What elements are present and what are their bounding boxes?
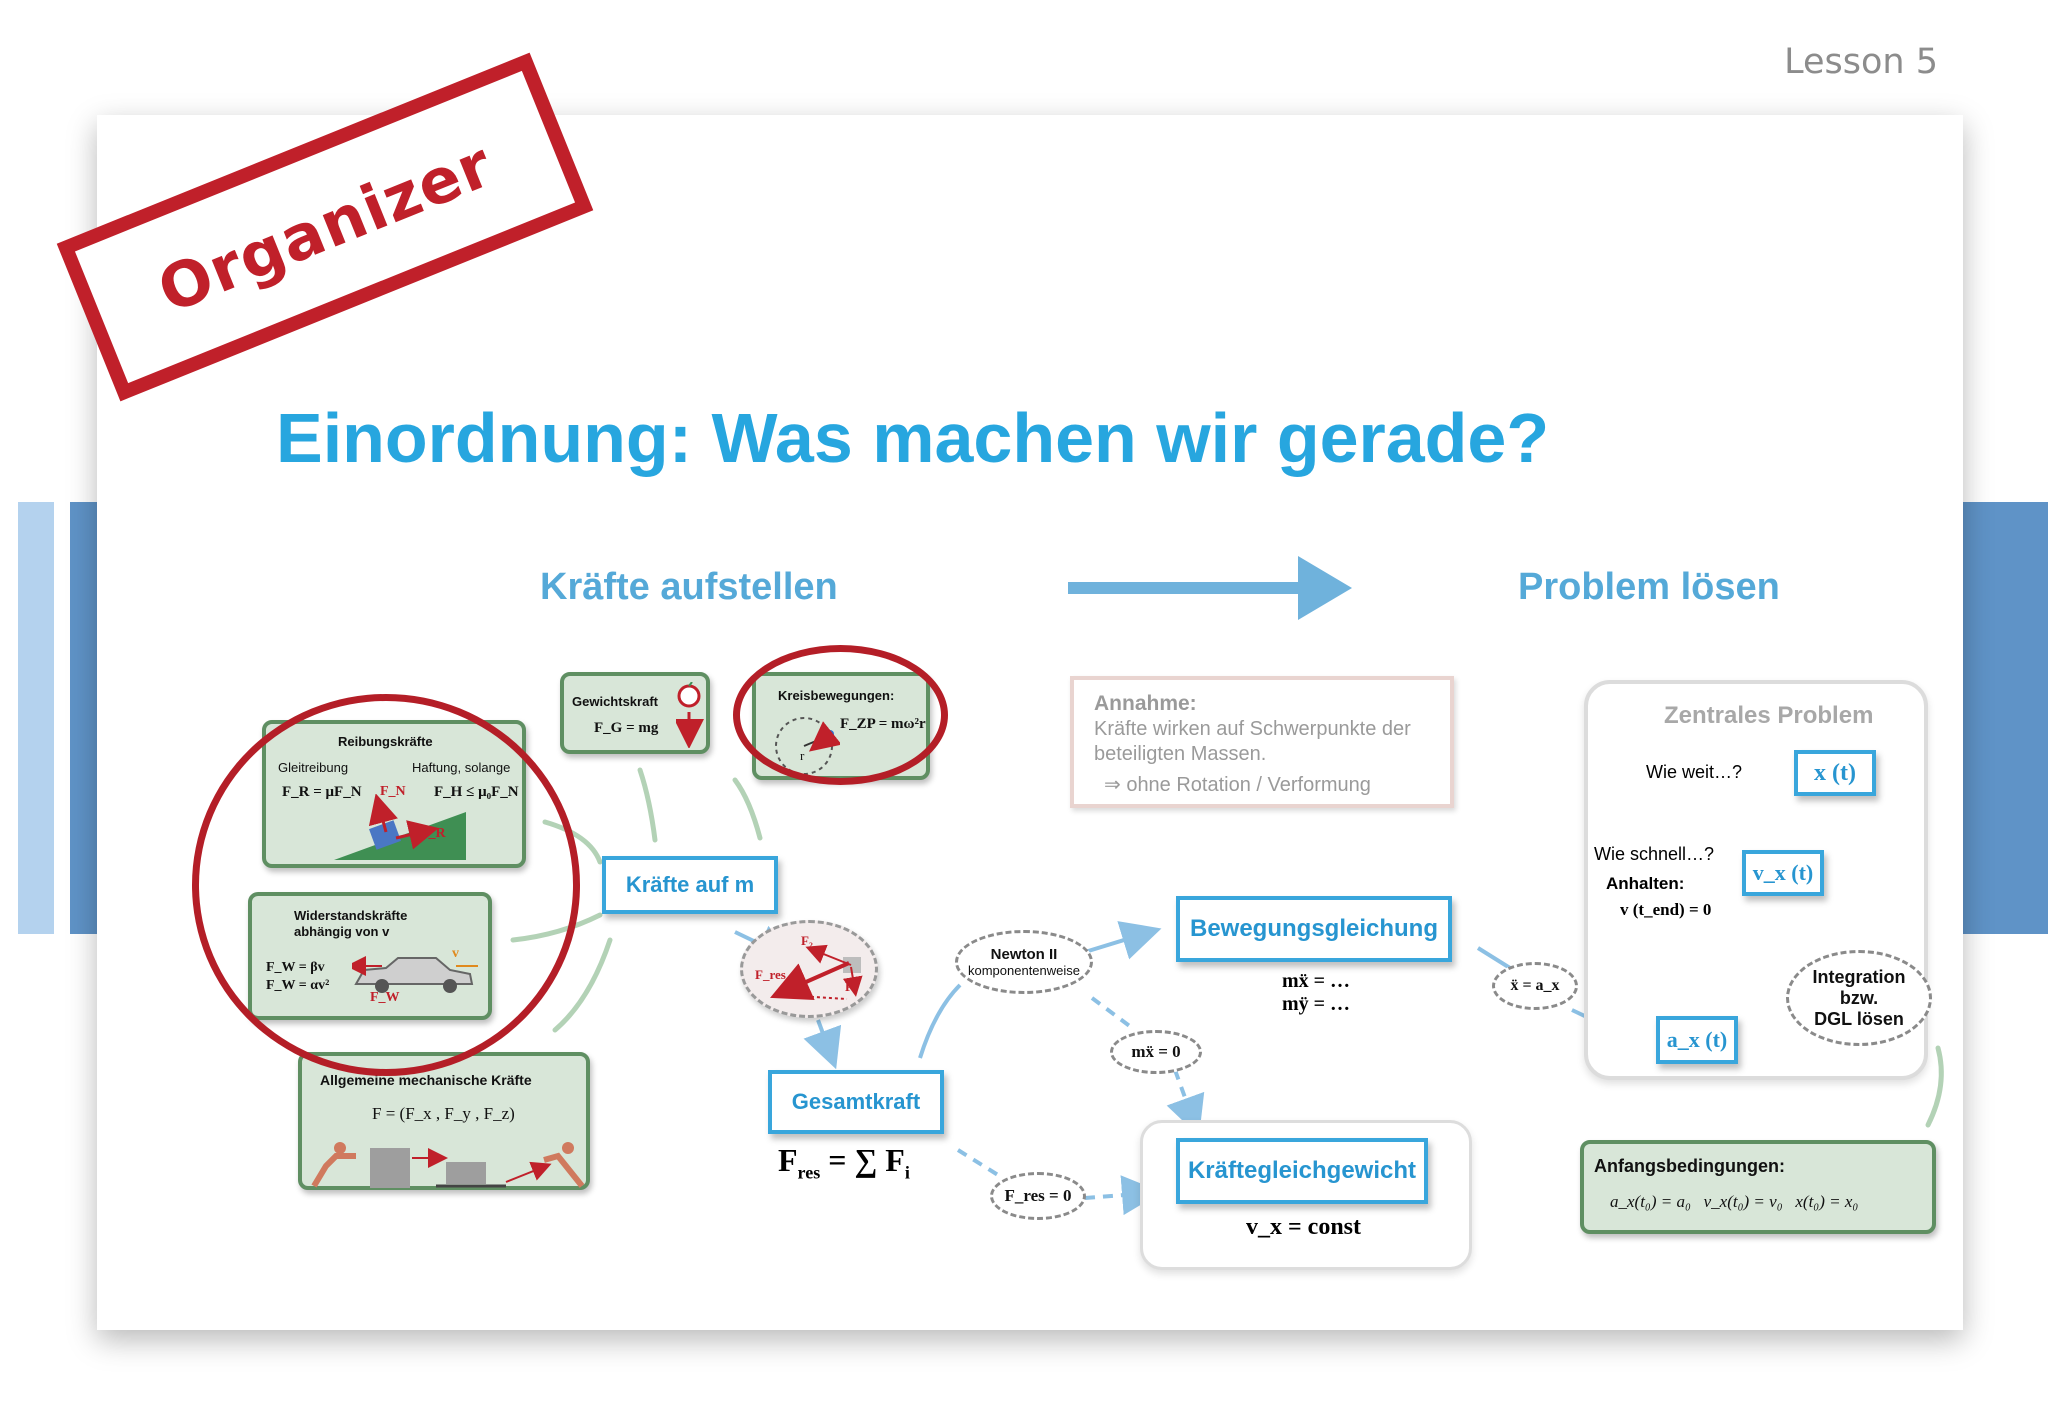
vector-addition-oval: F₂ F_res F₁ (740, 920, 878, 1018)
gesamtkraft-formula: Fres = ∑ Fi (778, 1142, 910, 1183)
bewegungsgleichung-eq1: mẍ = … (1282, 970, 1351, 992)
left-accent-bar-light (18, 502, 54, 934)
zentral-q2: Wie schnell…? (1594, 844, 1715, 864)
lesson-label: Lesson 5 (1784, 42, 1938, 82)
f1-label: F₁ (845, 979, 857, 994)
gesamtkraft-formula-right: = ∑ F (828, 1142, 905, 1178)
gesamtkraft-formula-sub2: i (904, 1162, 910, 1183)
newton-line1: Newton II (990, 946, 1058, 963)
pushing-pulling-illustration (311, 1142, 585, 1188)
anfang-box: Anfangsbedingungen: a_x(t₀) = a₀ v_x(t₀)… (1580, 1140, 1936, 1234)
integration-oval: Integration bzw. DGL lösen (1786, 950, 1932, 1046)
zentral-anhalten-formula: v (t_end) = 0 (1620, 900, 1712, 919)
x-box: x (t) (1794, 750, 1876, 796)
allgemein-formula: F = (F_x , F_y , F_z) (372, 1104, 515, 1123)
right-accent-bar (1963, 502, 2048, 934)
integration-line1: Integration (1812, 966, 1906, 987)
right-heading: Problem lösen (1518, 566, 1780, 608)
annahme-title: Annahme: (1094, 692, 1197, 715)
v-box: v_x (t) (1742, 850, 1824, 896)
integration-line3: DGL lösen (1814, 1008, 1904, 1029)
bewegungsgleichung-eq2: mÿ = … (1282, 993, 1351, 1015)
zentral-anhalten: Anhalten: (1606, 874, 1685, 893)
fres-label: F_res (755, 967, 786, 982)
a-box: a_x (t) (1656, 1016, 1738, 1064)
newton-line2: komponentenweise (967, 963, 1081, 978)
apple-icon (676, 682, 704, 748)
kraefte-auf-m-box: Kräfte auf m (602, 856, 778, 914)
gewicht-formula: F_G = mg (594, 720, 659, 736)
fres0-oval: F_res = 0 (990, 1172, 1086, 1220)
f2-label: F₂ (801, 933, 813, 948)
left-accent-bar (70, 502, 98, 934)
gleichgewicht-box: Kräftegleichgewicht (1176, 1138, 1428, 1204)
integration-line2: bzw. (1839, 987, 1879, 1008)
vector-addition-diagram (770, 944, 863, 1000)
left-heading: Kräfte aufstellen (540, 566, 838, 608)
gesamtkraft-formula-sub: res (797, 1162, 821, 1183)
gewicht-box: Gewichtskraft F_G = mg (560, 672, 710, 754)
annahme-line1: Kräfte wirken auf Schwerpunkte der (1094, 718, 1411, 740)
mx0-oval: mẍ = 0 (1110, 1030, 1202, 1074)
highlight-circle-left (192, 694, 580, 1076)
anfang-title: Anfangsbedingungen: (1594, 1156, 1785, 1176)
annahme-box: Annahme: Kräfte wirken auf Schwerpunkte … (1070, 676, 1454, 808)
anfang-formula: a_x(t₀) = a₀ v_x(t₀) = v₀ x(t₀) = x₀ (1610, 1192, 1859, 1211)
allgemein-box: Allgemeine mechanische Kräfte F = (F_x ,… (298, 1052, 590, 1190)
xdd-oval: ẍ = a_x (1492, 962, 1578, 1010)
bewegungsgleichung-box: Bewegungsgleichung (1176, 896, 1452, 962)
newton-oval: Newton II komponentenweise (955, 930, 1093, 994)
gesamtkraft-formula-left: F (778, 1142, 798, 1178)
gesamtkraft-box: Gesamtkraft (768, 1070, 944, 1134)
allgemein-title: Allgemeine mechanische Kräfte (320, 1072, 532, 1088)
annahme-line2: beteiligten Massen. (1094, 743, 1267, 765)
flow-arrow (1068, 556, 1352, 620)
highlight-circle-kreis (733, 645, 948, 785)
gleichgewicht-formula: v_x = const (1246, 1214, 1362, 1240)
zentral-title: Zentrales Problem (1664, 702, 1874, 729)
zentral-q1: Wie weit…? (1646, 762, 1743, 782)
slide-title: Einordnung: Was machen wir gerade? (276, 399, 1550, 477)
annahme-line3: ⇒ ohne Rotation / Verformung (1104, 774, 1371, 796)
gewicht-title: Gewichtskraft (572, 694, 658, 709)
